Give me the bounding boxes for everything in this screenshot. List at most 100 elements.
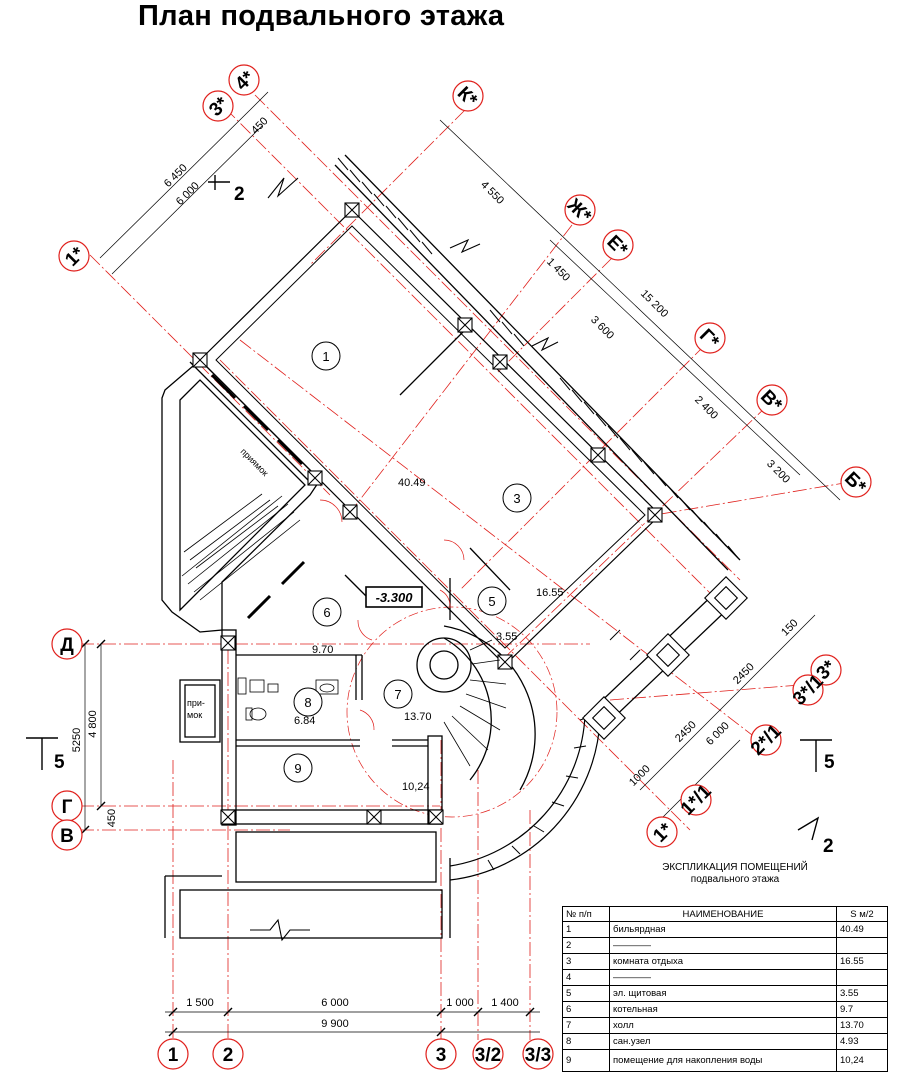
dim-4550: 4 550	[478, 179, 506, 207]
table-cell-area	[836, 969, 888, 986]
table-cell-area: 4.93	[836, 1033, 888, 1050]
dim-1400: 1 400	[491, 997, 519, 1009]
room-area-9: 10,24	[402, 781, 430, 793]
section-mark-5-left: 5	[54, 752, 65, 773]
level-mark-box	[365, 586, 423, 608]
dim-1450: 1 450	[544, 256, 572, 284]
windows	[210, 373, 306, 620]
dim-1000b: 1 000	[446, 997, 474, 1009]
axis-label-g-left: Г	[62, 797, 73, 818]
table-row: 2————	[562, 937, 888, 954]
room-area-5: 3.55	[496, 631, 517, 643]
dim-6000b: 6 000	[704, 720, 732, 748]
table-cell-area: 13.70	[836, 1017, 888, 1034]
section-mark-shapes	[26, 175, 832, 841]
dim-6000a: 6 000	[174, 180, 202, 208]
dim-9900: 9 900	[321, 1018, 349, 1030]
explication-title: ЭКСПЛИКАЦИЯ ПОМЕЩЕНИЙ подвального этажа	[640, 862, 830, 886]
axis-label-1s1: 1*/1	[677, 781, 716, 820]
room-area-6: 9.70	[312, 644, 333, 656]
dim-2400: 2 400	[692, 394, 720, 422]
table-cell-num: 1	[562, 921, 610, 938]
dim-450b: 450	[106, 809, 118, 827]
dim-450a: 450	[249, 115, 270, 136]
dim-2450b: 2450	[673, 719, 699, 745]
explication-title-line2: подвального этажа	[690, 874, 780, 885]
room-area-7: 13.70	[404, 711, 432, 723]
axis-label-b1: 1	[168, 1045, 179, 1066]
table-cell-num: 3	[562, 953, 610, 970]
section-mark-2-right: 2	[823, 836, 834, 857]
table-cell-num: 4	[562, 969, 610, 986]
table-cell-num: 5	[562, 985, 610, 1002]
table-cell-area	[836, 937, 888, 954]
dim-4800: 4 800	[87, 710, 99, 738]
section-mark-5-right: 5	[824, 752, 835, 773]
axis-bubbles	[51, 64, 872, 1070]
table-header-name: НАИМЕНОВАНИЕ	[609, 906, 837, 922]
table-cell-name: эл. щитовая	[609, 985, 837, 1002]
spiral-stair	[443, 639, 507, 767]
table-cell-area: 9.7	[836, 1001, 888, 1018]
pit-label-1: приямок	[239, 446, 271, 478]
table-row: 4————	[562, 969, 888, 986]
axis-label-b3: 3	[436, 1045, 447, 1066]
axis-label-2s1: 2*/1	[747, 721, 786, 760]
table-cell-name: сан.узел	[609, 1033, 837, 1050]
table-cell-area: 10,24	[836, 1049, 888, 1072]
section-mark-2-top: 2	[234, 184, 245, 205]
axis-label-d: Д	[60, 635, 74, 656]
table-cell-name: холл	[609, 1017, 837, 1034]
room-number-7: 7	[394, 687, 401, 702]
table-cell-name: бильярдная	[609, 921, 837, 938]
table-cell-name: ————	[609, 937, 837, 954]
level-mark: -3.300	[376, 590, 414, 605]
dimension-lines	[84, 91, 841, 1033]
room-number-8: 8	[304, 695, 311, 710]
dim-1500: 1 500	[186, 997, 214, 1009]
dim-5250: 5250	[71, 728, 83, 752]
dim-3200: 3 200	[764, 458, 792, 486]
table-header-area: S м/2	[836, 906, 888, 922]
column-nodes	[192, 202, 748, 825]
pit-label-2b: мок	[187, 710, 202, 720]
room-number-3: 3	[513, 491, 520, 506]
dim-6000c: 6 000	[321, 997, 349, 1009]
table-cell-area: 3.55	[836, 985, 888, 1002]
table-cell-num: 8	[562, 1033, 610, 1050]
dim-2450a: 2450	[731, 661, 757, 687]
table-cell-name: котельная	[609, 1001, 837, 1018]
door-swings	[319, 499, 465, 731]
pit-label-2a: при-	[187, 698, 205, 708]
table-cell-name: ————	[609, 969, 837, 986]
break-symbols	[250, 177, 559, 942]
axis-label-v-left: В	[60, 826, 74, 847]
page-title: План подвального этажа	[138, 0, 505, 32]
table-cell-area: 16.55	[836, 953, 888, 970]
room-number-1: 1	[322, 349, 329, 364]
table-header-num: № п/п	[562, 906, 610, 922]
room-circles	[283, 341, 532, 783]
dim-150: 150	[779, 617, 800, 638]
axis-label-b33: 3/3	[525, 1045, 551, 1066]
table-cell-num: 7	[562, 1017, 610, 1034]
room-number-9: 9	[294, 761, 301, 776]
bathroom-fixtures	[237, 677, 339, 721]
axis-lines	[80, 94, 851, 1040]
room-area-8: 6.84	[294, 715, 315, 727]
dim-1000a: 1000	[627, 763, 653, 789]
table-cell-name: комната отдыха	[609, 953, 837, 970]
dim-6450: 6 450	[162, 162, 190, 190]
explication-title-line1: ЭКСПЛИКАЦИЯ ПОМЕЩЕНИЙ	[662, 862, 808, 873]
table-cell-name: помещение для накопления воды	[609, 1049, 837, 1072]
dim-15200: 15 200	[638, 288, 670, 320]
table-cell-area: 40.49	[836, 921, 888, 938]
